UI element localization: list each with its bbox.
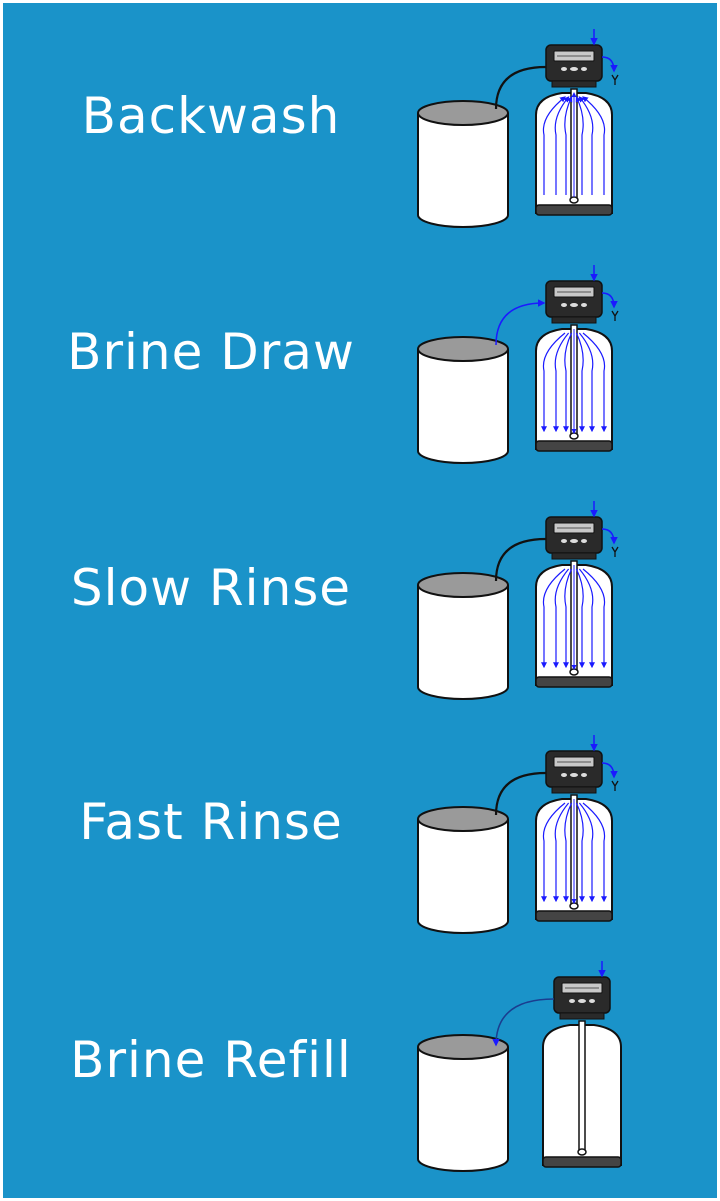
brine-tank-top bbox=[417, 572, 509, 598]
flow-line-up bbox=[575, 95, 584, 195]
valve-collar bbox=[551, 552, 597, 560]
mineral-tank-base bbox=[535, 910, 613, 922]
mineral-tank-base bbox=[535, 204, 613, 216]
riser-tube bbox=[578, 1020, 586, 1152]
softener-illustration bbox=[417, 501, 619, 700]
flow-line-down bbox=[575, 332, 585, 433]
distributor bbox=[569, 902, 579, 910]
flow-line-up bbox=[582, 96, 606, 195]
valve-button bbox=[581, 773, 587, 777]
diagram-canvas: Backwash Brine Draw Slow Rinse Fast Rins… bbox=[3, 3, 717, 1198]
stage-label: Backwash bbox=[81, 87, 341, 145]
valve-button bbox=[581, 67, 587, 71]
flow-line-down bbox=[575, 568, 585, 669]
brine-line bbox=[494, 65, 547, 110]
valve-collar bbox=[551, 786, 597, 794]
brine-tank-body bbox=[417, 1047, 509, 1172]
control-valve bbox=[545, 516, 603, 554]
drain-symbol bbox=[611, 546, 619, 557]
flow-line-down bbox=[541, 802, 566, 903]
drain-arrow bbox=[601, 56, 618, 73]
drain-arrow bbox=[601, 762, 618, 779]
stage-brine-refill: Brine Refill bbox=[3, 947, 717, 1182]
flow-line-down bbox=[563, 802, 573, 903]
brine-tank-body bbox=[417, 585, 509, 700]
valve-button bbox=[570, 303, 578, 307]
brine-refill-line bbox=[492, 998, 555, 1047]
brine-tank-top bbox=[417, 336, 509, 362]
flow-line-down bbox=[541, 568, 566, 669]
brine-tank-body bbox=[417, 349, 509, 464]
distributor bbox=[577, 1148, 587, 1156]
valve-button bbox=[561, 67, 567, 71]
drain-symbol bbox=[611, 780, 619, 791]
control-valve bbox=[545, 44, 603, 82]
brine-tank-body bbox=[417, 819, 509, 934]
distributor bbox=[569, 196, 579, 204]
valve-button bbox=[561, 539, 567, 543]
flow-line-up bbox=[564, 95, 573, 195]
valve-collar bbox=[551, 80, 597, 88]
valve-button bbox=[570, 67, 578, 71]
mineral-tank-base bbox=[535, 676, 613, 688]
flow-line-down bbox=[582, 802, 607, 903]
flow-line-up bbox=[554, 96, 570, 195]
stage-slow-rinse: Slow Rinse bbox=[3, 475, 717, 710]
valve-button bbox=[569, 999, 575, 1003]
brine-tank-top bbox=[417, 1034, 509, 1060]
drain-symbol bbox=[611, 74, 619, 85]
stage-label: Slow Rinse bbox=[70, 559, 352, 617]
flow-line-down bbox=[578, 802, 595, 903]
control-valve bbox=[545, 750, 603, 788]
control-valve bbox=[553, 976, 611, 1014]
brine-tank-top bbox=[417, 100, 509, 126]
stage-label: Brine Draw bbox=[67, 323, 355, 381]
softener-illustration bbox=[417, 961, 622, 1172]
stage-brine-draw: Brine Draw bbox=[3, 239, 717, 474]
flow-line-up bbox=[542, 96, 566, 195]
flow-line-down bbox=[553, 802, 570, 903]
distributor bbox=[569, 668, 579, 676]
brine-tank-body bbox=[417, 113, 509, 228]
stage-label: Brine Refill bbox=[70, 1031, 352, 1089]
stage-label: Fast Rinse bbox=[79, 793, 343, 851]
mineral-tank-base bbox=[535, 440, 613, 452]
flow-line-down bbox=[563, 568, 573, 669]
valve-button bbox=[561, 773, 567, 777]
drain-arrow bbox=[601, 292, 618, 309]
valve-button bbox=[578, 999, 586, 1003]
drain-arrow bbox=[601, 528, 618, 545]
valve-collar bbox=[551, 316, 597, 324]
flow-line-down bbox=[541, 332, 566, 433]
control-valve bbox=[545, 280, 603, 318]
stage-backwash: Backwash bbox=[3, 3, 717, 238]
distributor bbox=[569, 432, 579, 440]
flow-line-down bbox=[553, 568, 570, 669]
brine-line bbox=[494, 771, 547, 816]
mineral-tank-base bbox=[542, 1156, 622, 1168]
flow-line-down bbox=[582, 568, 607, 669]
valve-button bbox=[570, 773, 578, 777]
valve-button bbox=[581, 539, 587, 543]
softener-illustration bbox=[417, 265, 619, 464]
valve-button bbox=[589, 999, 595, 1003]
brine-tank-top bbox=[417, 806, 509, 832]
flow-line-down bbox=[553, 332, 570, 433]
drain-symbol bbox=[611, 310, 619, 321]
valve-button bbox=[561, 303, 567, 307]
flow-line-down bbox=[563, 332, 573, 433]
flow-line-down bbox=[578, 568, 595, 669]
softener-illustration bbox=[417, 735, 619, 934]
brine-line bbox=[494, 537, 547, 582]
softener-illustration bbox=[417, 29, 619, 228]
flow-line-down bbox=[575, 802, 585, 903]
flow-line-down bbox=[578, 332, 595, 433]
valve-button bbox=[570, 539, 578, 543]
flow-line-down bbox=[582, 332, 607, 433]
valve-collar bbox=[559, 1012, 605, 1020]
stage-fast-rinse: Fast Rinse bbox=[3, 709, 717, 944]
brine-draw-line bbox=[495, 299, 546, 346]
valve-button bbox=[581, 303, 587, 307]
